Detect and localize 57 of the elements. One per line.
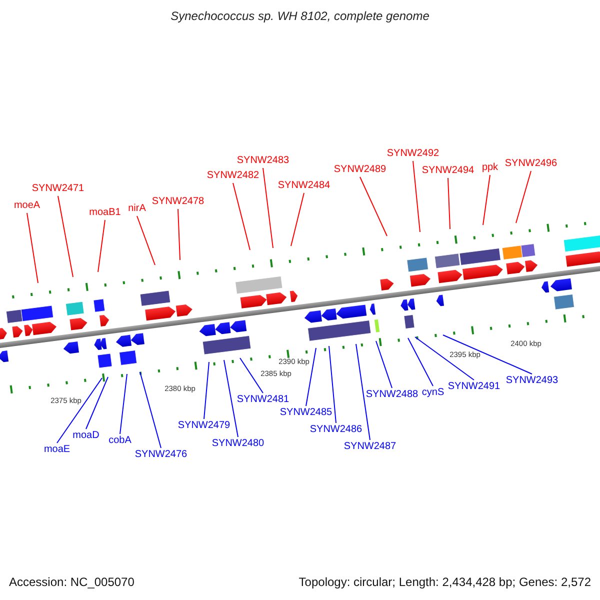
gene-label: SYNW2492 bbox=[386, 148, 440, 160]
leader-line bbox=[224, 360, 238, 438]
gene-label: SYNW2480 bbox=[212, 438, 264, 450]
gene-label: cynS bbox=[422, 387, 444, 399]
leader-line bbox=[448, 178, 450, 230]
gene-label: SYNW2479 bbox=[178, 420, 230, 432]
leader-line bbox=[412, 160, 420, 232]
leader-line bbox=[414, 336, 474, 380]
chart-title: Synechococcus sp. WH 8102, complete genome bbox=[170, 10, 430, 22]
genome-stats-text: Topology: circular; Length: 2,434,428 bp; Genes: 2,572 bbox=[298, 576, 591, 588]
gene-label: SYNW2482 bbox=[206, 170, 260, 182]
gene-label: SYNW2478 bbox=[152, 196, 204, 208]
leader-line bbox=[26, 212, 38, 284]
leader-line bbox=[482, 174, 490, 226]
gene-label: moaB1 bbox=[89, 207, 121, 219]
leader-line bbox=[306, 348, 316, 406]
leader-line bbox=[262, 168, 274, 248]
gene-label: SYNW2476 bbox=[134, 449, 188, 461]
gene-label: SYNW2485 bbox=[280, 407, 332, 419]
leader-line bbox=[98, 220, 106, 272]
gene-label: SYNW2486 bbox=[310, 424, 362, 436]
gene-label: SYNW2483 bbox=[236, 155, 290, 167]
leader-line bbox=[442, 334, 532, 374]
leader-line bbox=[232, 182, 250, 250]
leader-line bbox=[56, 378, 102, 444]
leader-line bbox=[376, 340, 392, 388]
leader-line bbox=[290, 192, 304, 246]
gene-label: SYNW2484 bbox=[278, 180, 330, 192]
gene-label: SYNW2489 bbox=[334, 164, 386, 176]
leader-line bbox=[140, 372, 162, 448]
leader-line bbox=[516, 170, 532, 224]
leader-line bbox=[120, 374, 128, 434]
gene-label: SYNW2481 bbox=[236, 394, 290, 406]
gene-label: SYNW2488 bbox=[366, 389, 418, 401]
leader-line bbox=[408, 338, 434, 386]
leader-line bbox=[58, 196, 74, 278]
gene-label: cobA bbox=[108, 435, 132, 447]
accession-text: Accession: NC_005070 bbox=[9, 576, 134, 588]
gene-label: moaD bbox=[72, 430, 100, 442]
leader-line bbox=[240, 358, 264, 394]
leader-line bbox=[136, 216, 156, 266]
gene-label: SYNW2496 bbox=[504, 158, 558, 170]
leader-line bbox=[360, 176, 388, 236]
gene-label: SYNW2471 bbox=[32, 183, 84, 195]
gene-label: moeA bbox=[14, 200, 40, 212]
leader-line bbox=[86, 376, 108, 430]
leader-line bbox=[178, 208, 180, 260]
gene-label: nirA bbox=[128, 203, 146, 215]
leader-line bbox=[356, 344, 370, 440]
gene-label: SYNW2493 bbox=[506, 375, 558, 387]
leader-line bbox=[328, 346, 336, 424]
gene-label: SYNW2487 bbox=[344, 441, 396, 453]
gene-label: SYNW2491 bbox=[448, 381, 500, 393]
gene-label: moaE bbox=[44, 444, 70, 456]
leader-line bbox=[204, 362, 210, 420]
gene-label: ppk bbox=[482, 162, 498, 174]
gene-label: SYNW2494 bbox=[422, 165, 474, 177]
